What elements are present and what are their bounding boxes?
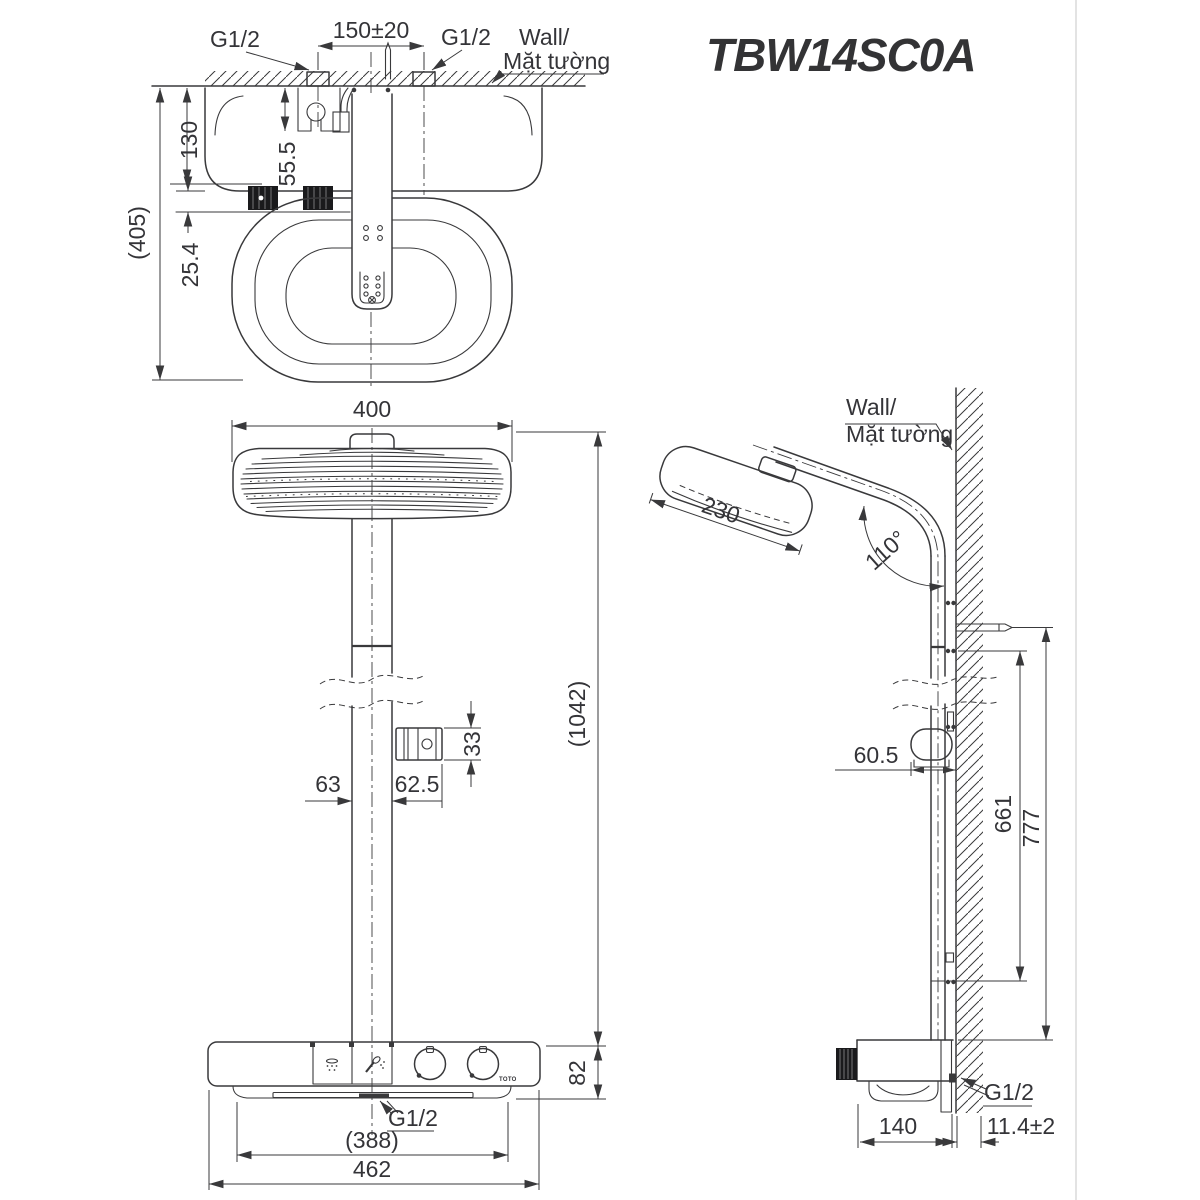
dim-bar-height: 82 — [564, 1060, 590, 1086]
hand-shower-button — [365, 1056, 385, 1073]
svg-text:Wall/: Wall/ — [846, 394, 897, 420]
dim-holder-size: 33 — [459, 731, 485, 757]
dim-bar-width: 462 — [353, 1156, 391, 1182]
dim-overall-depth: (405) — [124, 206, 150, 260]
dim-left-of-pole: 63 — [315, 771, 341, 797]
inlet-label-side: G1/2 — [984, 1079, 1034, 1105]
control-bar-side — [836, 1039, 956, 1113]
dim-right-of-pole: 62.5 — [395, 771, 440, 797]
hanger-bracket — [297, 87, 341, 132]
pipe — [930, 555, 946, 1041]
svg-text:Mặt tường: Mặt tường — [846, 421, 953, 447]
dim-overall-height: (1042) — [564, 681, 590, 747]
outlet-port — [359, 1093, 389, 1098]
dim-bar-depth: 130 — [176, 121, 202, 159]
dim-base-width: (388) — [345, 1127, 399, 1153]
dim-pipe-upper: 777 — [1018, 809, 1044, 847]
dim-arm-angle: 110° — [860, 525, 911, 575]
dim-head-depth: 230 — [699, 492, 744, 529]
temperature-knob — [466, 1045, 500, 1081]
dim-pipe-lower: 661 — [990, 795, 1016, 833]
svg-text:Mặt tường: Mặt tường — [503, 48, 610, 74]
toto-logo: TOTO — [499, 1077, 517, 1083]
handshower-holder-side — [910, 728, 953, 761]
inlet-left-label: G1/2 — [210, 26, 260, 52]
wall-hatch — [205, 71, 585, 86]
shower-head-front — [232, 433, 512, 520]
wall-label-side: Wall/ Mặt tường — [845, 394, 953, 451]
svg-text:Wall/: Wall/ — [519, 24, 570, 50]
overhead-shower-button — [325, 1058, 339, 1071]
dim-holder-depth: 60.5 — [854, 742, 899, 768]
side-view: Wall/ Mặt tường 230 110° — [648, 387, 1055, 1148]
inlet-port-side — [949, 1073, 956, 1083]
front-view: 400 — [207, 396, 606, 1190]
dim-wall-offset: 11.4±2 — [987, 1113, 1055, 1139]
dim-head-width: 400 — [353, 396, 391, 422]
dim-knob-offset: 25.4 — [177, 242, 203, 287]
outlet-label: G1/2 — [388, 1105, 438, 1131]
wall-label-top: Wall/ Mặt tường — [491, 24, 610, 84]
pole — [351, 518, 393, 1043]
handshower-holder-front — [395, 727, 443, 761]
dim-unit-depth: 140 — [879, 1113, 917, 1139]
volume-knob — [413, 1045, 447, 1081]
model-number: TBW14SC0A — [706, 29, 976, 81]
dim-bracket-depth: 55.5 — [274, 142, 300, 187]
top-view: 150±20 G1/2 G1/2 Wall/ Mặt tường 130 55.… — [124, 17, 610, 390]
wall-hatch-side — [956, 388, 983, 1113]
inlet-right-label: G1/2 — [441, 24, 491, 50]
dim-inlet-spacing: 150±20 — [333, 17, 410, 43]
control-bar-front: TOTO — [207, 1041, 541, 1099]
shower-head-side: 230 — [648, 445, 813, 556]
